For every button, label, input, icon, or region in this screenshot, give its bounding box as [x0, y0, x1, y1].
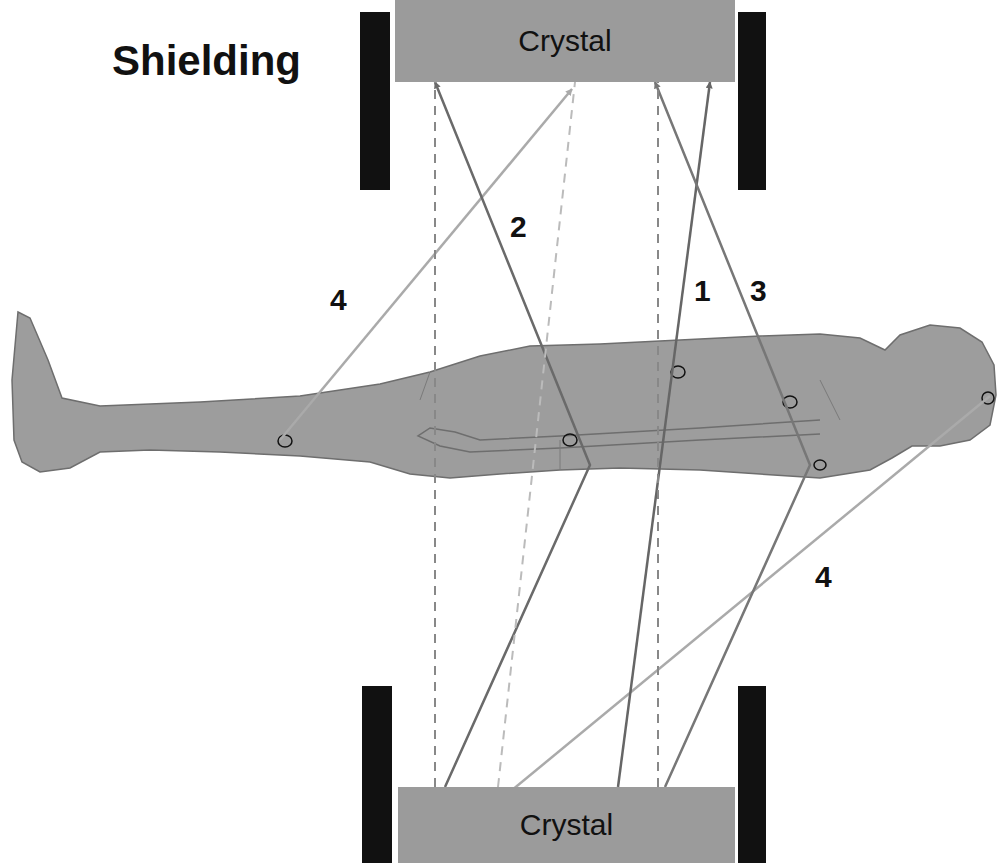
projection-line	[434, 82, 436, 787]
arm-outline	[418, 420, 820, 452]
callout-number: 4	[815, 562, 832, 592]
crystal-block: Crystal	[395, 0, 735, 82]
projection-line	[498, 82, 575, 787]
shielding-label: Shielding	[112, 40, 301, 82]
shielding-bar	[360, 12, 390, 190]
shielding-bar	[362, 686, 392, 863]
scatter-ray	[500, 396, 990, 800]
crystal-label: Crystal	[518, 24, 611, 58]
emission-points	[278, 366, 994, 470]
callout-number: 3	[750, 276, 767, 306]
body-contour	[420, 372, 840, 470]
human-body	[12, 312, 996, 478]
crystal-block: Crystal	[398, 787, 735, 863]
crystal-label: Crystal	[520, 808, 613, 842]
coincidence-ray	[655, 82, 810, 787]
shielding-bar	[738, 686, 766, 863]
shielding-bar	[738, 12, 766, 190]
coincidence-ray	[435, 82, 590, 787]
scatter-ray	[280, 89, 572, 440]
projection-line	[657, 82, 659, 787]
callout-number: 1	[694, 276, 711, 306]
callout-number: 2	[510, 212, 527, 242]
callout-number: 4	[330, 285, 347, 315]
coincidence-ray	[618, 82, 710, 787]
